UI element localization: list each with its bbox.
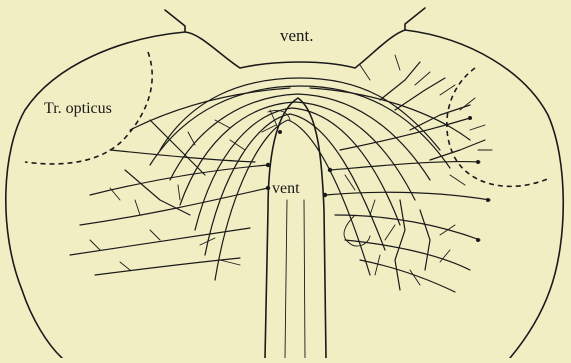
tr-opticus-label: Tr. opticus xyxy=(44,100,112,117)
vent-top-label: vent. xyxy=(280,26,314,45)
vent-middle-label: vent xyxy=(272,180,300,197)
